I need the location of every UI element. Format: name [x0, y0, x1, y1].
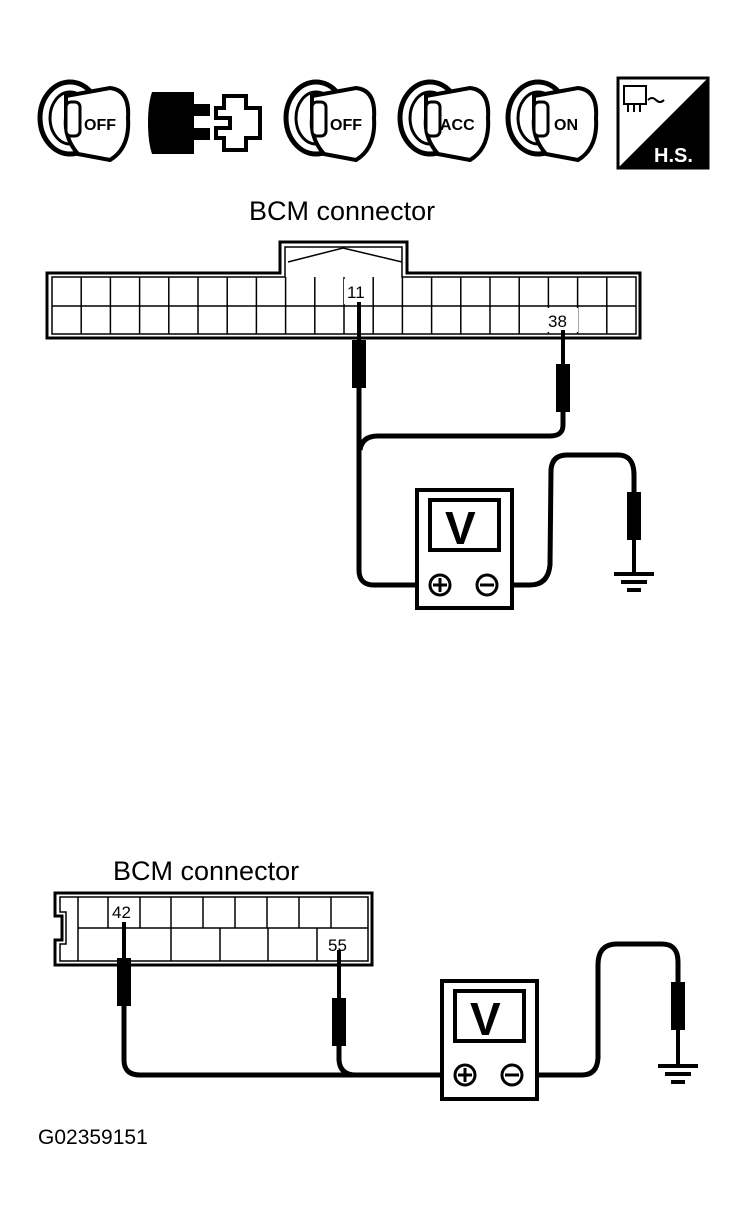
harness-side-badge-icon: H.S. — [616, 76, 710, 170]
ignition-key-on-icon: ON — [505, 79, 599, 163]
voltmeter: V — [440, 979, 539, 1101]
ignition-key-off-icon: OFF — [37, 79, 131, 163]
ground-icon — [614, 572, 654, 592]
probe-tip — [352, 340, 366, 388]
pin-label: 38 — [548, 312, 567, 331]
switch-label: OFF — [84, 117, 116, 134]
connector-title: BCM connector — [249, 196, 435, 226]
probe-tip — [556, 364, 570, 412]
voltmeter: V — [415, 488, 514, 610]
figure-code: G02359151 — [38, 1126, 148, 1149]
bcm-connector-bottom: 42 55 — [53, 891, 374, 967]
negative-terminal-icon — [500, 1063, 524, 1087]
ignition-key-off-icon: OFF — [283, 79, 377, 163]
negative-terminal-icon — [475, 573, 499, 597]
probe-leads-bottom — [117, 922, 685, 1078]
switch-label: ON — [554, 117, 578, 134]
bcm-connector-top: 11 38 — [45, 240, 642, 340]
meter-symbol: V — [445, 502, 476, 554]
pin-label: 55 — [328, 936, 347, 955]
probe-tip — [332, 998, 346, 1046]
connector-disconnect-icon — [148, 92, 262, 154]
pin-label: 11 — [347, 283, 365, 302]
meter-symbol: V — [470, 993, 501, 1045]
probe-tip — [117, 958, 131, 1006]
probe-leads-top — [352, 302, 641, 588]
bottom-diagram: BCM connector 4 — [53, 856, 698, 1101]
top-diagram: BCM connector 11 38 — [45, 196, 654, 610]
ground-icon — [658, 1064, 698, 1084]
probe-tip — [627, 492, 641, 540]
harness-badge-label: H.S. — [654, 145, 693, 167]
switch-label: ACC — [440, 117, 475, 134]
positive-terminal-icon — [428, 573, 452, 597]
connector-title: BCM connector — [113, 856, 299, 886]
switch-label: OFF — [330, 117, 362, 134]
positive-terminal-icon — [453, 1063, 477, 1087]
icon-row: OFF OFF ACC ON — [37, 76, 710, 170]
pin-label: 42 — [112, 903, 131, 922]
ignition-key-acc-icon: ACC — [397, 79, 491, 163]
probe-tip — [671, 982, 685, 1030]
